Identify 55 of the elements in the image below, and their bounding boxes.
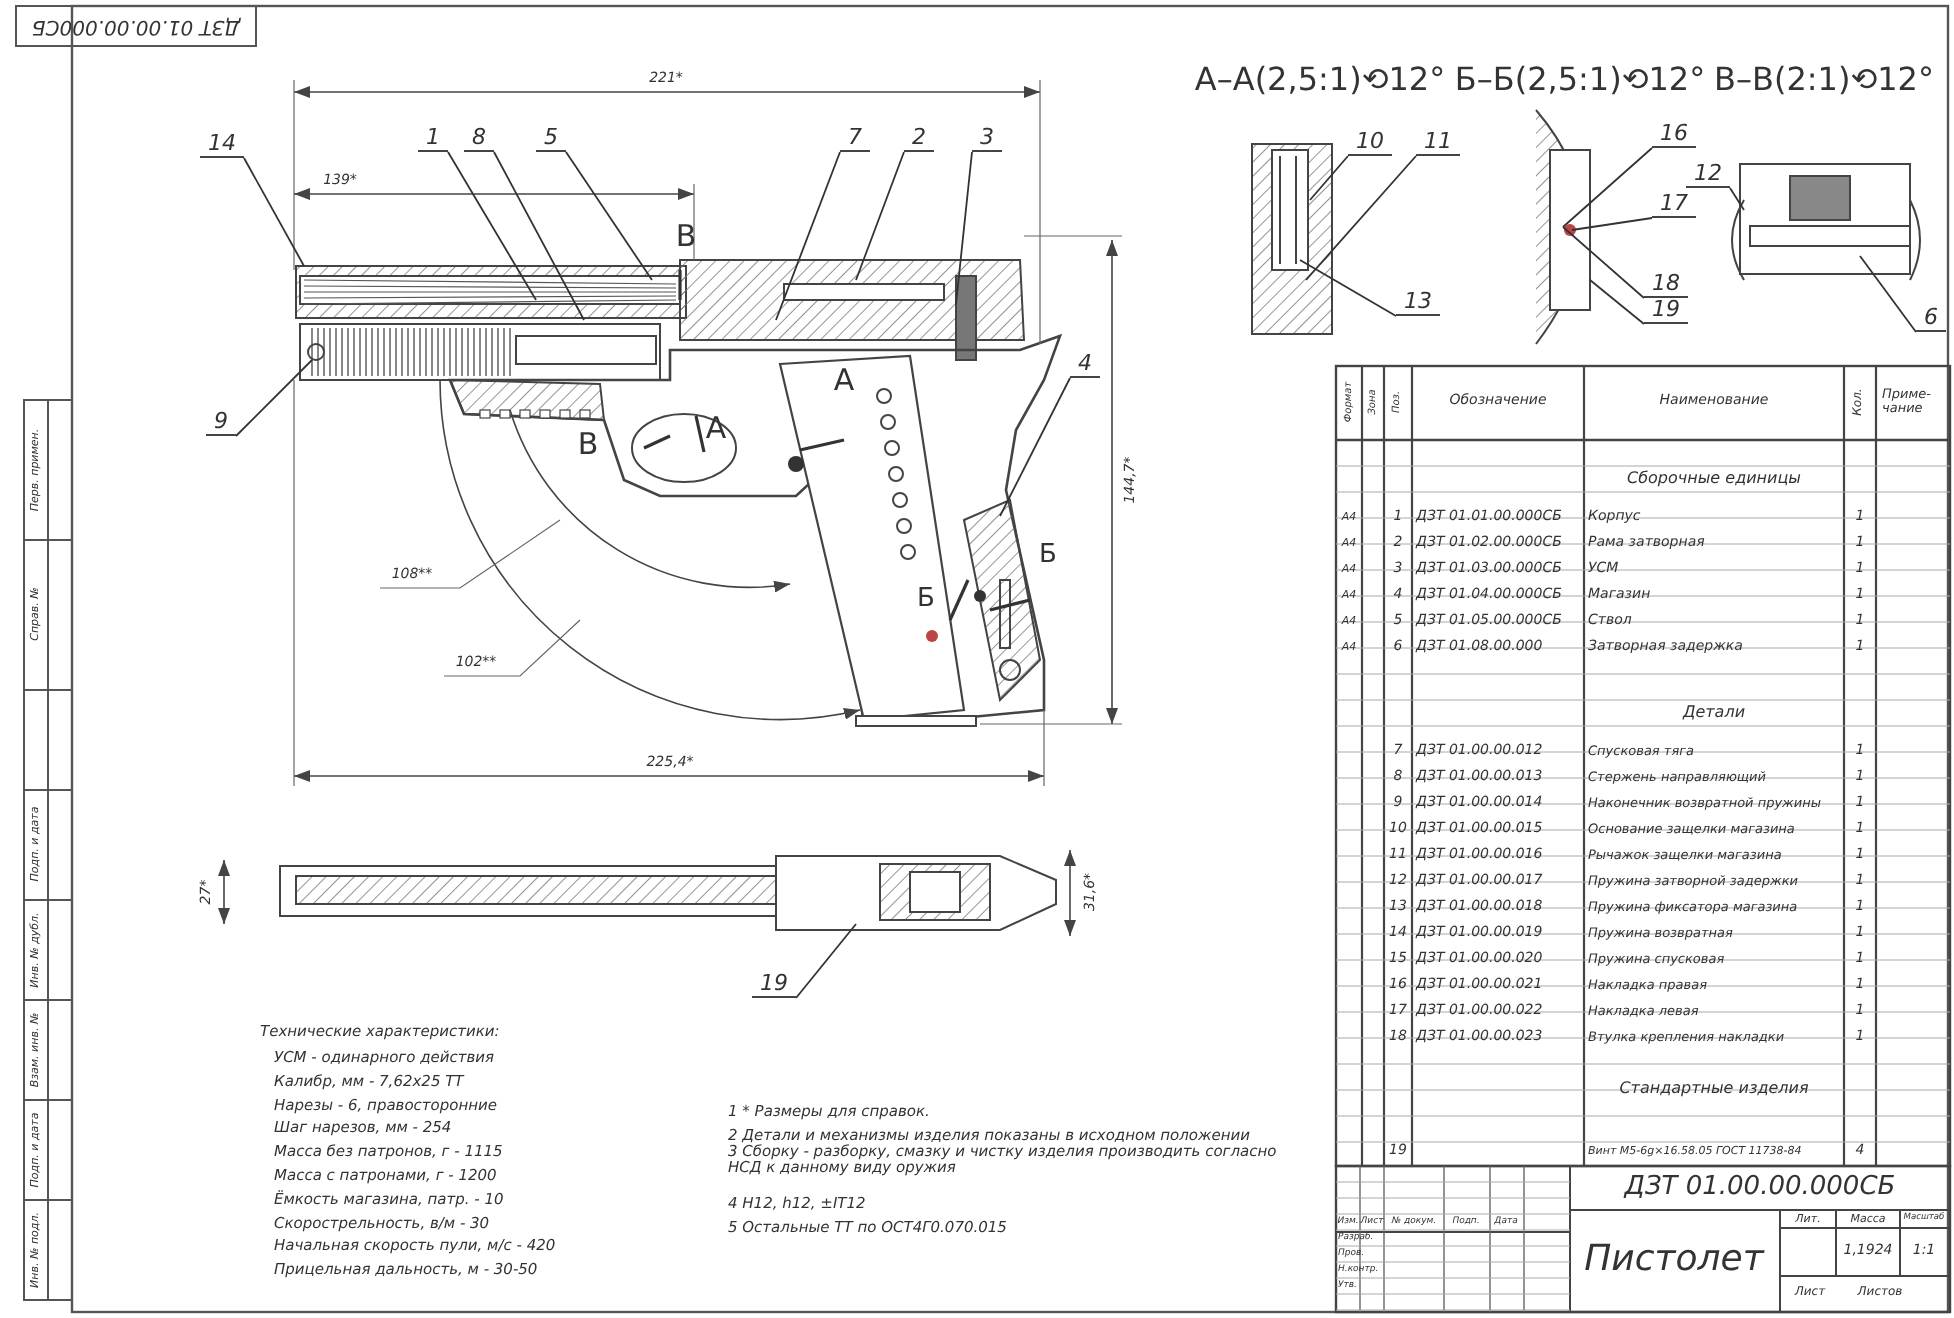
callout-number: 5 [536,126,566,152]
leader-line [1562,226,1645,299]
section-drawing [1535,109,1591,345]
section-letter: Б [1039,541,1057,571]
section-title: Б–Б(2,5:1)⟲12° [1454,62,1706,98]
callout-number: 3 [972,126,1002,152]
leader-line [565,151,653,281]
leader-line [493,151,585,321]
leader-line [235,359,313,437]
leader-line [795,923,857,999]
leader-line [855,151,905,281]
drawing-title: Пистолет [1584,1240,1764,1280]
callout-number: 1 [418,126,448,152]
leader-line [243,157,305,267]
leader-line [1729,187,1745,211]
section-title: В–В(2:1)⟲12° [1714,62,1934,98]
leader-line [1305,155,1417,281]
leader-line [447,151,537,301]
callout-number: 9 [206,410,236,436]
section-drawing [1731,163,1921,281]
section-heading: Детали [1682,705,1746,723]
section-letter: В [675,219,697,253]
leader-line [1589,279,1645,325]
callout-number: 16 [1652,122,1696,148]
pistol-top-view-drawing [279,855,1057,931]
callout-number: 7 [840,126,870,152]
section-heading: Стандартные изделия [1619,1081,1809,1099]
callout-number: 18 [1644,272,1688,298]
document-number: ДЗТ 01.00.00.000СБ [31,15,241,37]
section-title: А–А(2,5:1)⟲12° [1194,62,1446,98]
leader-line [1299,259,1397,317]
leader-line [1571,217,1653,231]
callout-number: 11 [1416,130,1460,156]
callout-number: 4 [1070,352,1100,378]
callout-number: 19 [1644,298,1688,324]
callout-number: 8 [464,126,494,152]
leader-line [1562,147,1653,228]
callout-number: 12 [1686,162,1730,188]
callout-number: 6 [1916,306,1946,332]
callout-number: 13 [1396,290,1440,316]
callout-number: 2 [904,126,934,152]
callout-number: 14 [200,132,244,158]
leader-line [999,377,1071,517]
section-drawing [1251,143,1333,335]
callout-number: 10 [1348,130,1392,156]
callout-number: 17 [1652,192,1696,218]
section-letter: В [577,427,599,461]
section-letter: Б [917,585,935,615]
section-letter: А [705,411,727,445]
leader-line [955,151,973,305]
section-letter: А [833,363,855,397]
document-number: ДЗТ 01.00.00.000СБ [1624,1173,1896,1203]
pistol-drawing [295,259,1063,727]
section-heading: Сборочные единицы [1627,471,1801,489]
callout-number: 19 [752,972,796,998]
